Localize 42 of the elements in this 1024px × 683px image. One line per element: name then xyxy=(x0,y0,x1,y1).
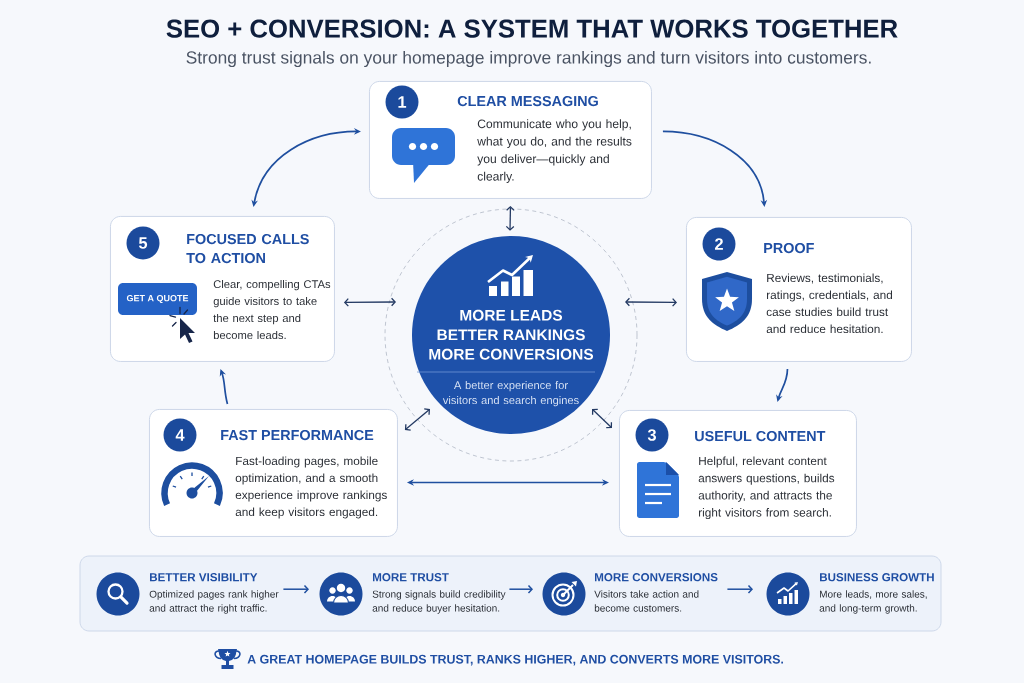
card-text: Reviews, testimonials, ratings, credentials, and case studies build trust and reduce hesitation. xyxy=(766,273,892,334)
number-badge: 1 xyxy=(385,85,419,119)
double-arrow xyxy=(591,408,613,429)
arrow xyxy=(662,130,768,207)
number-badge: 5 xyxy=(126,226,160,260)
card-text: Communicate who you help, what you do, and the results you deliver—quickly and clearly. xyxy=(477,119,632,183)
card-title: FAST PERFORMANCE xyxy=(221,429,374,441)
circle-heading: BETTER RANKINGS xyxy=(437,329,585,341)
cta-button: GET A QUOTE xyxy=(118,283,197,315)
double-arrow xyxy=(404,408,430,431)
item-text: More leads, more sales, and long-term growth. xyxy=(819,590,927,614)
item-text: Strong signals build credibility and reduce buyer hesitation. xyxy=(372,590,506,614)
item-title: BETTER VISIBILITY xyxy=(150,573,258,582)
card-text: Fast-loading pages, mobile optimization, and a smooth experience improve rankings and keep visitors engaged. xyxy=(235,456,387,519)
number-badge: 4 xyxy=(163,418,197,452)
item-text: Visitors take action and become customers. xyxy=(594,590,699,612)
arrow xyxy=(282,584,309,594)
circle-text: A better experience for visitors and search engines xyxy=(442,380,579,407)
circle-heading: MORE LEADS xyxy=(460,309,563,321)
card-title: FOCUSED CALLS TO ACTION xyxy=(186,233,309,264)
card-text: Clear, compelling CTAs guide visitors to take the next step and become leads. xyxy=(213,279,331,340)
summary-band xyxy=(79,555,942,632)
card-title: PROOF xyxy=(764,242,814,254)
double-arrow xyxy=(625,297,677,307)
double-arrow xyxy=(505,205,515,231)
arrow xyxy=(508,584,533,594)
title: SEO + CONVERSION: A SYSTEM THAT WORKS TOGETHER xyxy=(166,19,898,38)
circle-heading: MORE CONVERSIONS xyxy=(429,348,594,360)
item-title: MORE CONVERSIONS xyxy=(595,573,718,582)
arrow xyxy=(726,584,753,594)
number-badge: 2 xyxy=(702,227,736,261)
card-title: CLEAR MESSAGING xyxy=(457,95,598,107)
number-badge: 3 xyxy=(635,418,669,452)
item-title: MORE TRUST xyxy=(373,573,449,582)
subtitle: Strong trust signals on your homepage improve rankings and turn visitors into customers. xyxy=(186,50,871,68)
item-title: BUSINESS GROWTH xyxy=(820,573,934,582)
footer-text: A GREAT HOMEPAGE BUILDS TRUST, RANKS HIGHER, AND CONVERTS MORE VISITORS. xyxy=(247,654,784,666)
arrow xyxy=(776,368,789,402)
card-text: Helpful, relevant content answers questions, builds authority, and attracts the right visitors from search. xyxy=(698,456,835,520)
card-title: USEFUL CONTENT xyxy=(695,430,826,442)
item-text: Optimized pages rank higher and attract the right traffic. xyxy=(149,590,279,614)
double-arrow xyxy=(343,297,396,307)
